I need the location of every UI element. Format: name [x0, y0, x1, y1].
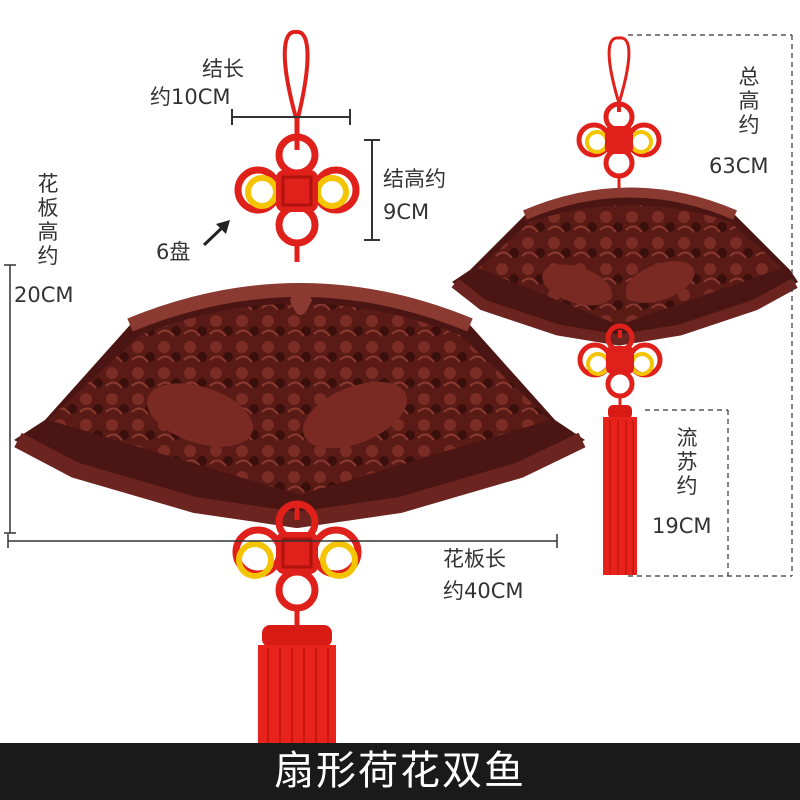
title-banner-bg [0, 743, 800, 800]
small-tassel [603, 405, 637, 575]
tassel-length-dimension [645, 409, 729, 576]
tassel-length-label: 流苏约 [676, 426, 698, 498]
panel-height-dimension [4, 264, 16, 534]
panel-height-value: 20CM [14, 283, 74, 307]
total-height-label: 总高约 [738, 65, 760, 137]
knot-length-value: 约10CM [150, 85, 231, 109]
bottom-chinese-knot [232, 500, 362, 628]
total-height-value: 63CM [709, 154, 769, 178]
knot-height-value: 9CM [383, 200, 430, 224]
coil-arrow-icon [202, 220, 230, 247]
knot-height-label: 结高约 [383, 167, 446, 191]
small-top-knot [576, 101, 662, 195]
large-fan-ornament [14, 29, 586, 745]
knot-length-label: 结长 [202, 57, 244, 81]
large-tassel [258, 625, 336, 745]
title-banner: 扇形荷花双鱼 [0, 743, 800, 800]
tassel-length-value: 19CM [652, 514, 712, 538]
top-chinese-knot [234, 133, 360, 262]
knot-height-dimension [364, 139, 380, 241]
product-title: 扇形荷花双鱼 [274, 748, 526, 794]
small-fan-panel [451, 187, 798, 346]
panel-length-dimension [7, 534, 558, 548]
knot-length-dimension [231, 109, 351, 125]
panel-length-value: 约40CM [443, 579, 524, 603]
small-fan-ornament [451, 36, 798, 575]
top-hanging-loop [282, 29, 310, 150]
large-fan-panel [14, 283, 586, 529]
coil-count-label: 6盘 [156, 240, 191, 264]
panel-height-label: 花板高约 [37, 172, 59, 268]
total-height-dimension [628, 34, 793, 577]
small-hanging-loop [607, 36, 631, 112]
panel-length-label: 花板长 [443, 547, 506, 571]
small-bottom-knot [577, 323, 663, 410]
